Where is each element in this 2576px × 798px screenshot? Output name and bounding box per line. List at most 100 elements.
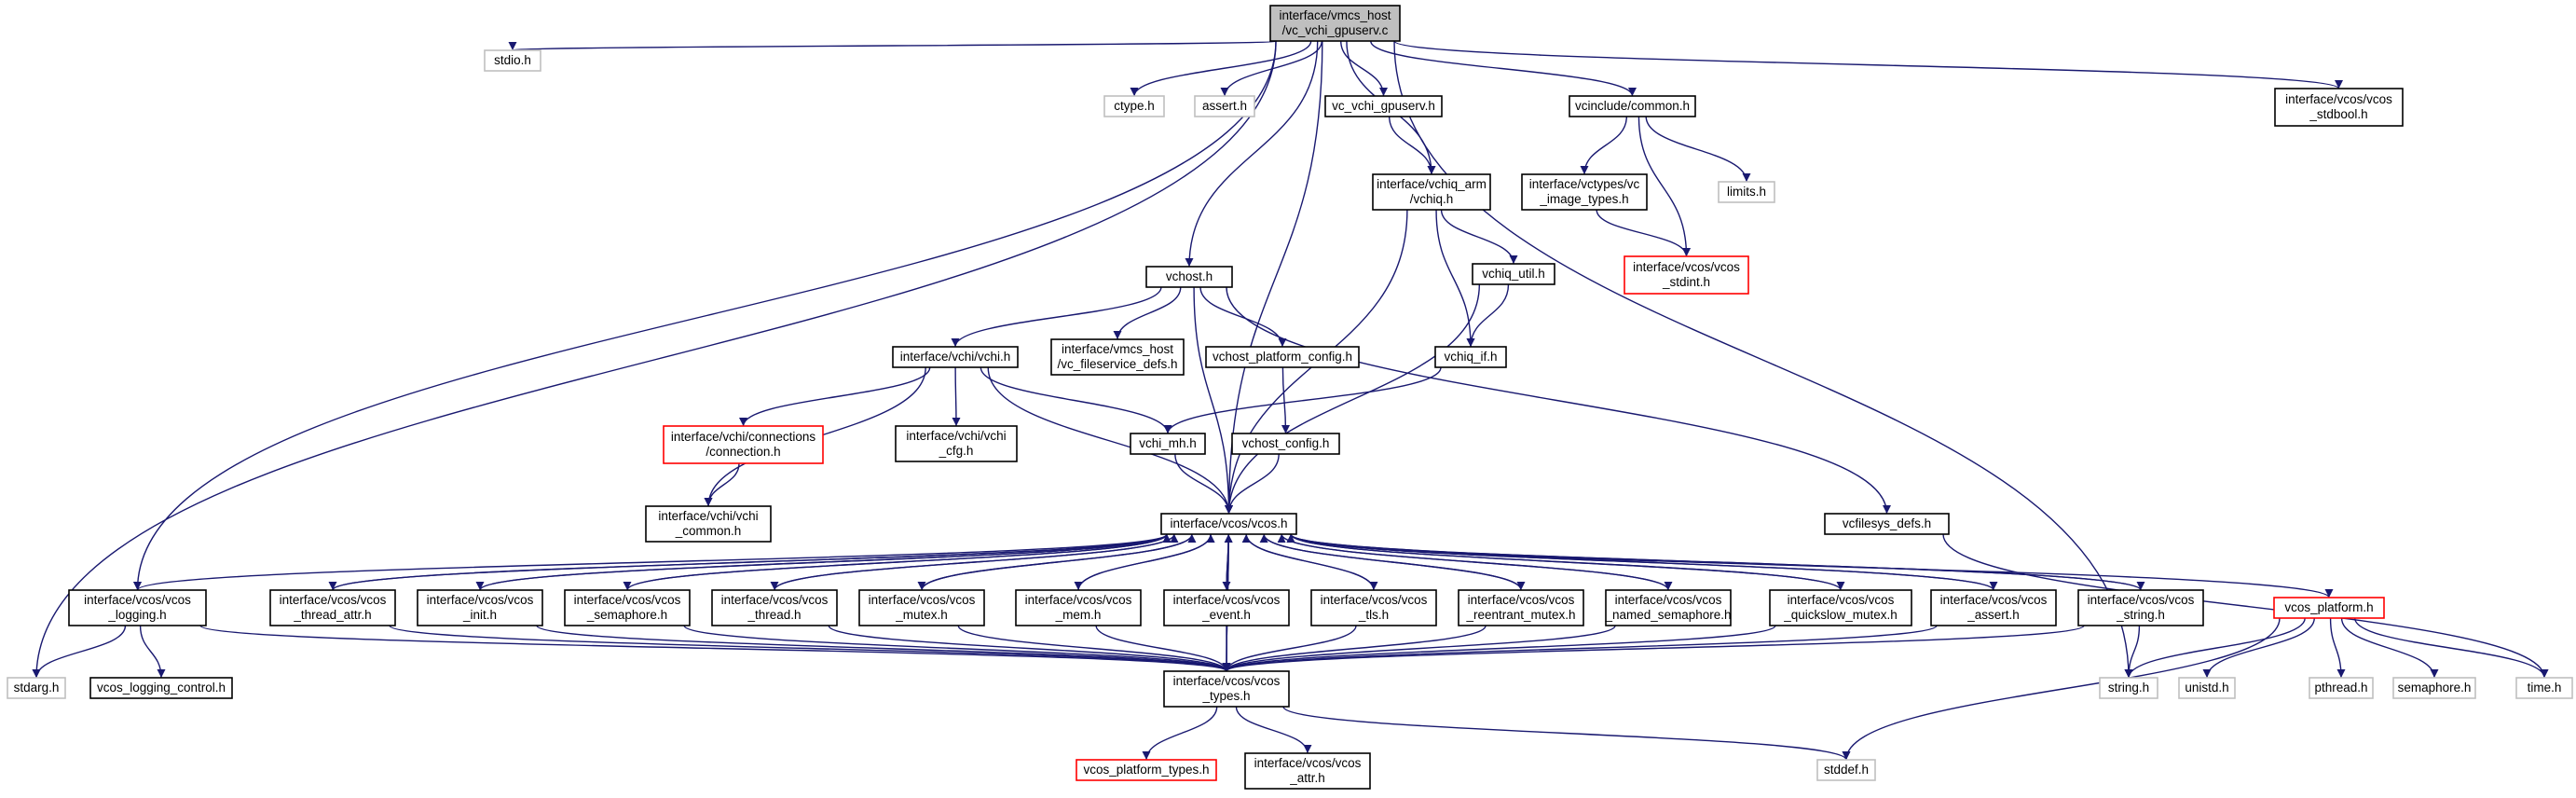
node-vchiq-if[interactable]: vchiq_if.h [1434, 346, 1507, 368]
node-vcos-quickslow-mutex[interactable]: interface/vcos/vcos_quickslow_mutex.h [1769, 589, 1912, 626]
edge-vcos_platform-to-string_h [2124, 617, 2306, 679]
edge-vcos_mem-to-vcos_h [1077, 533, 1215, 591]
node-box [1324, 95, 1443, 117]
edge-vcos_types-to-vcos_platform_types [1142, 706, 1218, 761]
node-vcos-event[interactable]: interface/vcos/vcos_event.h [1163, 589, 1290, 626]
node-label-line: _tls.h [1358, 608, 1389, 622]
node-box [1194, 95, 1255, 117]
node-box [1130, 433, 1206, 455]
node-box [1521, 173, 1648, 211]
node-limits[interactable]: limits.h [1718, 181, 1775, 203]
edge-root-to-stdarg [32, 40, 1277, 679]
node-vchost-config[interactable]: vchost_config.h [1231, 433, 1340, 455]
edge-vcos_init-to-vcos_types [536, 625, 1231, 672]
node-label-line: interface/vmcs_host [1062, 342, 1173, 356]
edge-vchi_mh-to-vcos_h [1174, 453, 1233, 515]
node-label-line: semaphore.h [2398, 681, 2472, 695]
edge-vchi_connection-to-vchi_common [704, 462, 740, 507]
node-time-h[interactable]: time.h [2515, 677, 2573, 699]
node-vcos-reentrant-mutex[interactable]: interface/vcos/vcos_reentrant_mutex.h [1458, 589, 1584, 626]
node-box [2274, 88, 2404, 127]
node-vcos-stdbool[interactable]: interface/vcos/vcos_stdbool.h [2274, 88, 2404, 127]
node-vcos-tls[interactable]: interface/vcos/vcos_tls.h [1310, 589, 1437, 626]
edge-vcos_quickslow_mutex-to-vcos_types [1222, 625, 1776, 672]
node-box [564, 589, 691, 626]
node-box [2309, 677, 2374, 699]
node-vcos-semaphore[interactable]: interface/vcos/vcos_semaphore.h [564, 589, 691, 626]
node-vcos-logging[interactable]: interface/vcos/vcos_logging.h [68, 589, 207, 626]
node-stdio[interactable]: stdio.h [484, 49, 541, 72]
node-label-line: vcos_platform_types.h [1083, 763, 1209, 777]
node-vchi-connection[interactable]: interface/vchi/connections/connection.h [663, 425, 824, 464]
node-box [89, 677, 233, 699]
node-vcos-attr[interactable]: interface/vcos/vcos_attr.h [1244, 752, 1371, 790]
node-box [1231, 433, 1340, 455]
node-vcos-string[interactable]: interface/vcos/vcos_string.h [2077, 589, 2204, 626]
edge-vctypes_image-to-vcos_stdint [1596, 209, 1691, 257]
node-vchi-mh[interactable]: vchi_mh.h [1130, 433, 1206, 455]
edge-vchost-to-vcfilesys_defs [1226, 286, 1891, 515]
node-box [1605, 589, 1732, 626]
node-label-line: interface/vcos/vcos [574, 593, 681, 607]
edge-vcos_h-to-vcos_logging [133, 533, 1168, 591]
node-label-line: /vc_fileservice_defs.h [1057, 357, 1177, 371]
node-stdarg[interactable]: stdarg.h [7, 677, 66, 699]
node-unistd[interactable]: unistd.h [2178, 677, 2236, 699]
node-box [1160, 513, 1297, 535]
edge-vcinclude_common-to-vcos_stdint [1637, 116, 1691, 257]
node-vcos-thread[interactable]: interface/vcos/vcos_thread.h [711, 589, 838, 626]
node-ctype[interactable]: ctype.h [1103, 95, 1165, 117]
node-label-line: /vc_vchi_gpuserv.c [1282, 23, 1389, 37]
node-vcos-logging-control[interactable]: vcos_logging_control.h [89, 677, 233, 699]
node-assert[interactable]: assert.h [1194, 95, 1255, 117]
node-vcos-h[interactable]: interface/vcos/vcos.h [1160, 513, 1297, 535]
edge-root-to-ctype [1130, 40, 1312, 97]
node-label-line: interface/vcos/vcos [1940, 593, 2048, 607]
node-vcos-named-semaphore[interactable]: interface/vcos/vcos_named_semaphore.h [1604, 589, 1732, 626]
node-box [858, 589, 985, 626]
node-vcos-mem[interactable]: interface/vcos/vcos_mem.h [1015, 589, 1142, 626]
node-vcos-init[interactable]: interface/vcos/vcos_init.h [417, 589, 543, 626]
node-pthread[interactable]: pthread.h [2309, 677, 2374, 699]
node-vchi-common[interactable]: interface/vchi/vchi_common.h [645, 505, 772, 543]
edge-vcos_logging-to-stdarg [32, 625, 127, 679]
node-root[interactable]: interface/vmcs_host/vc_vchi_gpuserv.c [1269, 5, 1401, 42]
node-vchost[interactable]: vchost.h [1145, 266, 1233, 288]
node-vcos-platform-types[interactable]: vcos_platform_types.h [1076, 759, 1217, 781]
node-vctypes-image[interactable]: interface/vctypes/vc_image_types.h [1521, 173, 1648, 211]
node-vcfilesys-defs[interactable]: vcfilesys_defs.h [1824, 513, 1950, 535]
node-vc-vchi-gpuserv-h[interactable]: vc_vchi_gpuserv.h [1324, 95, 1443, 117]
node-semaphore-h[interactable]: semaphore.h [2392, 677, 2476, 699]
node-vchi[interactable]: interface/vchi/vchi.h [892, 346, 1019, 368]
node-vchiq[interactable]: interface/vchiq_arm/vchiq.h [1372, 173, 1491, 211]
node-box [1824, 513, 1950, 535]
node-vcos-stdint[interactable]: interface/vcos/vcos_stdint.h [1624, 255, 1749, 295]
node-stddef[interactable]: stddef.h [1816, 759, 1876, 781]
node-vc-fileservice-defs[interactable]: interface/vmcs_host/vc_fileservice_defs.… [1050, 338, 1185, 376]
node-vcos-thread-attr[interactable]: interface/vcos/vcos_thread_attr.h [269, 589, 396, 626]
node-vchiq-util[interactable]: vchiq_util.h [1472, 263, 1555, 285]
node-vcos-types[interactable]: interface/vcos/vcos_types.h [1163, 670, 1290, 708]
node-string-h[interactable]: string.h [2099, 677, 2158, 699]
node-label-line: interface/vchiq_arm [1377, 177, 1487, 191]
node-vchost-platform-config[interactable]: vchost_platform_config.h [1205, 346, 1360, 368]
node-label-line: interface/vcos/vcos [1468, 593, 1575, 607]
node-vcos-assert[interactable]: interface/vcos/vcos_assert.h [1930, 589, 2057, 626]
edge-vcos_assert-to-vcos_h [1286, 533, 1994, 591]
node-vcinclude-common[interactable]: vcinclude/common.h [1569, 95, 1696, 117]
node-box [1310, 589, 1437, 626]
edge-vcos_types-to-vcos_attr [1235, 706, 1312, 754]
node-vcos-mutex[interactable]: interface/vcos/vcos_mutex.h [858, 589, 985, 626]
node-label-line: _logging.h [107, 608, 166, 622]
node-vchi-cfg[interactable]: interface/vchi/vchi_cfg.h [895, 425, 1018, 462]
node-box [484, 49, 541, 72]
node-vcos-platform[interactable]: vcos_platform.h [2273, 597, 2385, 619]
edge-root-to-vcos_stdbool [1393, 40, 2343, 89]
edge-vchi-to-vchi_connection [739, 366, 931, 427]
edge-root-to-stdio [510, 40, 1277, 51]
edge-vcos_logging-to-vcos_types [199, 625, 1231, 672]
edge-vcos_reentrant_mutex-to-vcos_types [1222, 625, 1487, 672]
node-label-line: interface/vcos/vcos [1173, 593, 1281, 607]
node-box [1816, 759, 1876, 781]
node-label-line: _thread_attr.h [293, 608, 371, 622]
